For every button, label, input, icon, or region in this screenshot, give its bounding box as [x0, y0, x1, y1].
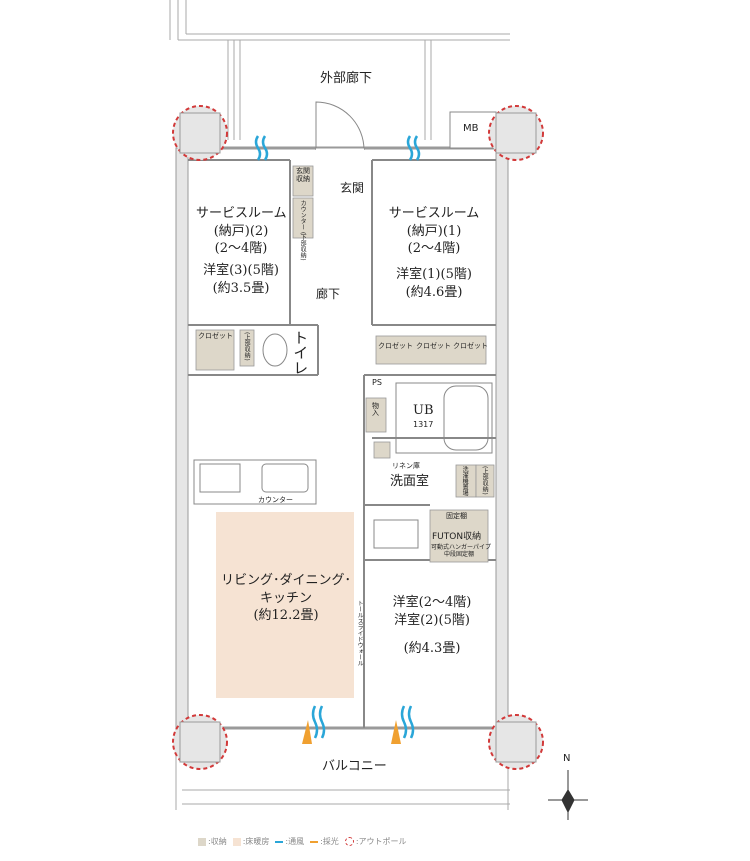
washbasin: [373, 519, 419, 549]
ldk-label: リビング･ダイニング･ キッチン (約12.2畳): [220, 573, 351, 624]
floor-heating-swatch: [232, 837, 241, 846]
column-boxes: [179, 112, 537, 763]
storage-in-label: 物入: [371, 402, 380, 416]
upper-storage-label: (上部収納): [481, 466, 489, 495]
closet-r1-label: クロゼット: [378, 342, 413, 350]
ub-size-label: 1317: [413, 420, 434, 429]
entrance-storage-label: 玄関 収納: [296, 167, 310, 183]
daylight-legend-icon: [310, 840, 319, 843]
entrance-door: [315, 101, 365, 152]
hallway-label: 廊下: [316, 287, 341, 301]
western-room-3-label: 洋室(3)(5階) (約3.5畳): [203, 263, 279, 296]
futon-label: FUTON収納: [432, 532, 482, 542]
mb-label: MB: [463, 123, 479, 134]
slide-wall-label: トールスライドウォール: [356, 600, 364, 666]
counter-label: カウンター: [258, 496, 293, 504]
closet-r2-label: クロゼット: [416, 342, 451, 350]
north-label: N: [563, 753, 571, 764]
balcony-label: バルコニー: [322, 759, 387, 774]
storage-areas: [195, 165, 495, 563]
ventilation-icon: [254, 135, 421, 739]
washroom-label: 洗面室: [390, 474, 430, 489]
legend-storage: :収納: [198, 836, 227, 847]
fixed-shelf-label: 固定棚: [446, 512, 467, 520]
legend-daylight: :採光: [310, 836, 339, 847]
left-wall: [175, 147, 189, 729]
floor-heating-area: [216, 512, 354, 698]
hanger-label: 可動式ハンガーパイプ 中段固定棚: [431, 544, 491, 559]
western-room-1-label: 洋室(1)(5階) (約4.6畳): [396, 267, 472, 300]
kitchen-counter: [193, 459, 317, 505]
bathtub: [395, 382, 493, 454]
outside-corridor-label: 外部廊下: [320, 71, 373, 86]
ventilation-legend-icon: [275, 840, 284, 843]
outpole-legend-icon: [344, 837, 354, 846]
service-room-2-label: サービスルーム (納戸)(2) (2〜4階): [196, 206, 287, 257]
interior-walls: [188, 159, 496, 728]
lower-storage-label: (上部収納): [243, 332, 251, 361]
western-room-2-label: 洋室(2〜4階) 洋室(2)(5階): [392, 595, 472, 628]
closet-r3-label: クロゼット: [453, 342, 488, 350]
daylight-icon: [302, 720, 401, 744]
top-railing: [169, 0, 510, 140]
right-wall: [495, 147, 509, 729]
western-room-2-size: (約4.3畳): [403, 641, 461, 656]
entrance-label: 玄関: [340, 181, 365, 195]
washer-label: 洗濯機置場: [461, 466, 469, 496]
counter-storage-label: カウンター (下部収納): [299, 200, 307, 261]
legend: :収納 :床暖房 :通風 :採光 :アウトポール: [198, 836, 407, 847]
closet-left-label: クロゼット: [198, 332, 233, 340]
service-room-1-label: サービスルーム (納戸)(1) (2〜4階): [388, 206, 480, 257]
legend-outpole: :アウトポール: [344, 836, 407, 847]
toilet-label: トイレ: [291, 330, 310, 375]
legend-ventilation: :通風: [275, 836, 304, 847]
north-arrow-icon: [548, 770, 588, 820]
toilet-bowl: [262, 333, 288, 367]
ps-label: PS: [372, 378, 382, 387]
legend-floor-heating: :床暖房: [232, 836, 269, 847]
storage-swatch: [198, 837, 206, 846]
linen-label: リネン庫: [392, 462, 420, 470]
ub-label: UB: [413, 403, 434, 418]
